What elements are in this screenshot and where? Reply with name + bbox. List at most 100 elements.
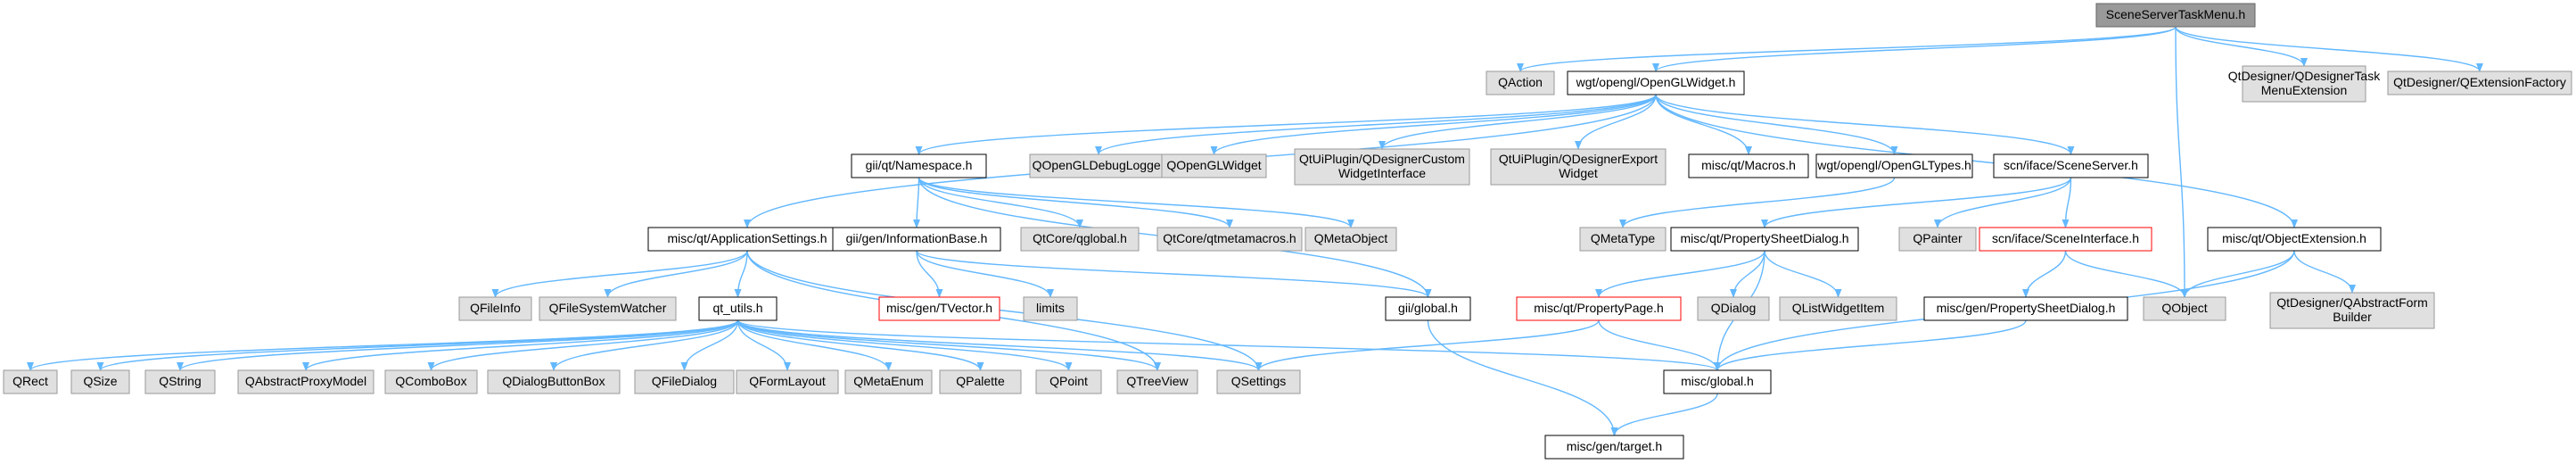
edge-appsettings-to-qfilesystemwatcher [604,250,748,298]
node-qdesigner_factory[interactable]: QtDesigner/QExtensionFactory [2387,70,2572,95]
node-label-qfileinfo-0: QFileInfo [470,301,521,315]
node-label-qobject-0: QObject [2161,301,2207,315]
node-label-qopenglwidget-0: QOpenGLWidget [1166,158,1261,172]
node-qstring[interactable]: QString [144,369,216,394]
node-qt_utils[interactable]: qt_utils.h [698,296,778,321]
node-macros[interactable]: misc/qt/Macros.h [1688,153,1809,178]
node-label-qtuiplugin_custom-0: QtUiPlugin/QDesignerCustom [1299,152,1465,166]
node-label-qdesigner_task-0: QtDesigner/QDesignerTask [2228,69,2381,83]
node-box-qt_utils [698,296,778,321]
edge-sceneinterface-to-qobject [2064,250,2188,298]
node-qmetaobject[interactable]: QMetaObject [1304,227,1397,252]
node-label-tvector-0: misc/gen/TVector.h [886,301,992,315]
node-propertypage[interactable]: misc/qt/PropertyPage.h [1516,296,1682,321]
node-qtreeview[interactable]: QTreeView [1116,369,1198,394]
node-qopengldebuglogger[interactable]: QOpenGLDebugLogger [1029,153,1168,178]
node-label-gen_propertysheetdialog-0: misc/gen/PropertySheetDialog.h [1937,301,2116,315]
edge-namespace-to-informationbase [913,177,921,228]
node-box-limits [1023,296,1078,321]
node-label-qtuiplugin_export-0: QtUiPlugin/QDesignerExport [1499,152,1658,166]
node-label-qdesigner_task-1: MenuExtension [2261,83,2348,97]
node-label-informationbase-0: gii/gen/InformationBase.h [846,231,988,245]
edge-sceneserver-to-propertysheetdialog [1761,177,2072,228]
node-label-propertypage-0: misc/qt/PropertyPage.h [1534,301,1664,315]
node-qmetatype[interactable]: QMetaType [1579,227,1667,252]
node-label-propertysheetdialog-0: misc/qt/PropertySheetDialog.h [1680,231,1848,245]
node-gii_global[interactable]: gii/global.h [1385,296,1471,321]
node-limits[interactable]: limits [1023,296,1078,321]
node-qcombobox[interactable]: QComboBox [384,369,478,394]
node-target[interactable]: misc/gen/target.h [1544,435,1684,460]
node-box-qobject [2143,296,2226,321]
node-qpainter[interactable]: QPainter [1898,227,1977,252]
node-box-propertypage [1516,296,1682,321]
node-label-qsize-0: QSize [83,374,117,388]
node-qcore_macros[interactable]: QtCore/qtmetamacros.h [1156,227,1303,252]
node-objectextension[interactable]: misc/qt/ObjectExtension.h [2207,227,2382,252]
node-qrect[interactable]: QRect [3,369,58,394]
node-label-qopengldebuglogger-0: QOpenGLDebugLogger [1033,158,1165,172]
node-qpalette[interactable]: QPalette [939,369,1022,394]
node-qfiledialog[interactable]: QFileDialog [634,369,735,394]
node-qdialog[interactable]: QDialog [1697,296,1770,321]
edge-qt_utils-to-qpoint [737,319,1073,371]
edge-openglwidget_h-to-qopengldebuglogger [1095,94,1657,155]
node-label-namespace-0: gii/qt/Namespace.h [866,158,973,172]
node-qcore_global[interactable]: QtCore/qglobal.h [1020,227,1140,252]
node-label-qpoint-0: QPoint [1049,374,1088,388]
edge-propertysheetdialog-to-qdialog [1730,250,1765,298]
node-qabstractproxymodel[interactable]: QAbstractProxyModel [237,369,374,394]
node-box-qmetaenum [844,369,933,394]
node-label-qabstractproxymodel-0: QAbstractProxyModel [245,374,366,388]
edge-openglwidget_h-to-qopenglwidget [1210,94,1657,155]
node-label-qpainter-0: QPainter [1913,231,1963,245]
node-box-qstring [144,369,216,394]
node-openglwidget_h[interactable]: wgt/opengl/OpenGLWidget.h [1567,70,1745,95]
node-qmetaenum[interactable]: QMetaEnum [844,369,933,394]
node-qtuiplugin_custom[interactable]: QtUiPlugin/QDesignerCustomWidgetInterfac… [1294,148,1470,186]
node-label-qdialogbuttonbox-0: QDialogButtonBox [502,374,605,388]
node-opengltypes[interactable]: wgt/opengl/OpenGLTypes.h [1815,153,1973,178]
node-box-qcore_macros [1156,227,1303,252]
node-qfilesystemwatcher[interactable]: QFileSystemWatcher [539,296,677,321]
node-label-qlistwidgetitem-0: QListWidgetItem [1792,301,1884,315]
node-namespace[interactable]: gii/qt/Namespace.h [851,153,987,178]
node-qfileinfo[interactable]: QFileInfo [458,296,532,321]
node-propertysheetdialog[interactable]: misc/qt/PropertySheetDialog.h [1670,227,1859,252]
edge-opengltypes-to-qmetatype [1619,177,1896,228]
node-sceneserver[interactable]: scn/iface/SceneServer.h [1993,153,2149,178]
edge-sceneserver-to-sceneinterface [2062,177,2072,228]
node-label-qmetaobject-0: QMetaObject [1314,231,1388,245]
node-qformlayout[interactable]: QFormLayout [736,369,839,394]
node-qpoint[interactable]: QPoint [1035,369,1102,394]
node-tvector[interactable]: misc/gen/TVector.h [878,296,1000,321]
node-box-qformlayout [736,369,839,394]
node-qsize[interactable]: QSize [70,369,130,394]
node-informationbase[interactable]: gii/gen/InformationBase.h [832,227,1001,252]
node-box-qpoint [1035,369,1102,394]
node-appsettings[interactable]: misc/qt/ApplicationSettings.h [647,227,847,252]
edge-qt_utils-to-qrect [27,319,739,371]
node-root[interactable]: SceneServerTaskMenu.h [2095,3,2256,28]
node-qsettings[interactable]: QSettings [1216,369,1301,394]
edge-qt_utils-to-qpalette [737,319,984,371]
node-gen_propertysheetdialog[interactable]: misc/gen/PropertySheetDialog.h [1923,296,2128,321]
node-qdialogbuttonbox[interactable]: QDialogButtonBox [487,369,621,394]
node-box-misc_global [1663,369,1772,394]
edge-informationbase-to-limits [916,250,1054,298]
node-misc_global[interactable]: misc/global.h [1663,369,1772,394]
edge-objectextension-to-qobject [2181,250,2295,298]
node-sceneinterface[interactable]: scn/iface/SceneInterface.h [1979,227,2152,252]
node-box-qcombobox [384,369,478,394]
node-qlistwidgetitem[interactable]: QListWidgetItem [1779,296,1897,321]
node-qobject[interactable]: QObject [2143,296,2226,321]
node-box-macros [1688,153,1809,178]
node-box-namespace [851,153,987,178]
node-qaction[interactable]: QAction [1486,70,1555,95]
node-label-opengltypes-0: wgt/opengl/OpenGLTypes.h [1816,158,1971,172]
node-qopenglwidget[interactable]: QOpenGLWidget [1161,153,1267,178]
